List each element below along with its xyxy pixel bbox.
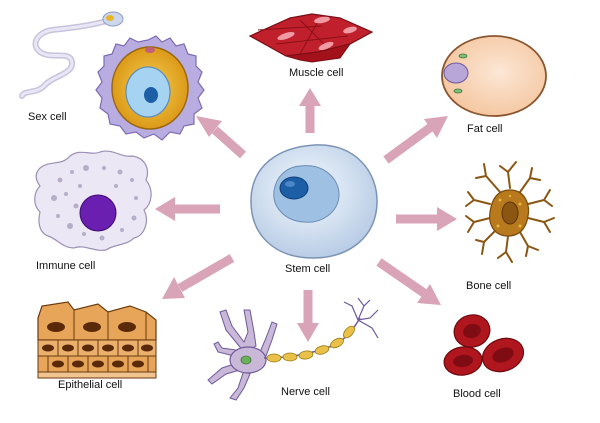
arrow-to-fat-cell — [383, 116, 448, 164]
arrow-to-epithelial-cell — [162, 254, 235, 299]
muscle-cell-label: Muscle cell — [289, 67, 344, 79]
nerve-cell-label: Nerve cell — [281, 386, 330, 398]
arrow-to-immune-cell — [155, 197, 220, 221]
arrow-to-blood-cell — [376, 258, 441, 305]
immune-cell-illustration — [34, 150, 152, 251]
arrows — [155, 88, 457, 342]
immune-cell-label: Immune cell — [36, 260, 96, 272]
bone-cell-label: Bone cell — [466, 280, 512, 292]
arrow-to-nerve-cell — [297, 290, 319, 342]
sex-cell-label: Sex cell — [28, 111, 67, 123]
arrow-to-sex-cell — [196, 116, 246, 159]
bone-cell-illustration — [465, 161, 555, 263]
stem-cell-illustration — [250, 144, 378, 259]
nerve-cell-illustration — [207, 297, 379, 401]
epithelial-cell-illustration — [37, 301, 157, 379]
muscle-cell-illustration — [248, 13, 374, 63]
arrow-to-muscle-cell — [299, 88, 321, 133]
epithelial-cell-label: Epithelial cell — [58, 379, 123, 391]
sex-cell-illustration — [19, 11, 205, 141]
blood-cell-label: Blood cell — [453, 388, 501, 400]
arrow-to-bone-cell — [396, 207, 457, 231]
blood-cell-illustration — [443, 314, 525, 376]
fat-cell-illustration — [441, 35, 547, 117]
stem-cell-label: Stem cell — [285, 263, 331, 275]
fat-cell-label: Fat cell — [467, 123, 503, 135]
